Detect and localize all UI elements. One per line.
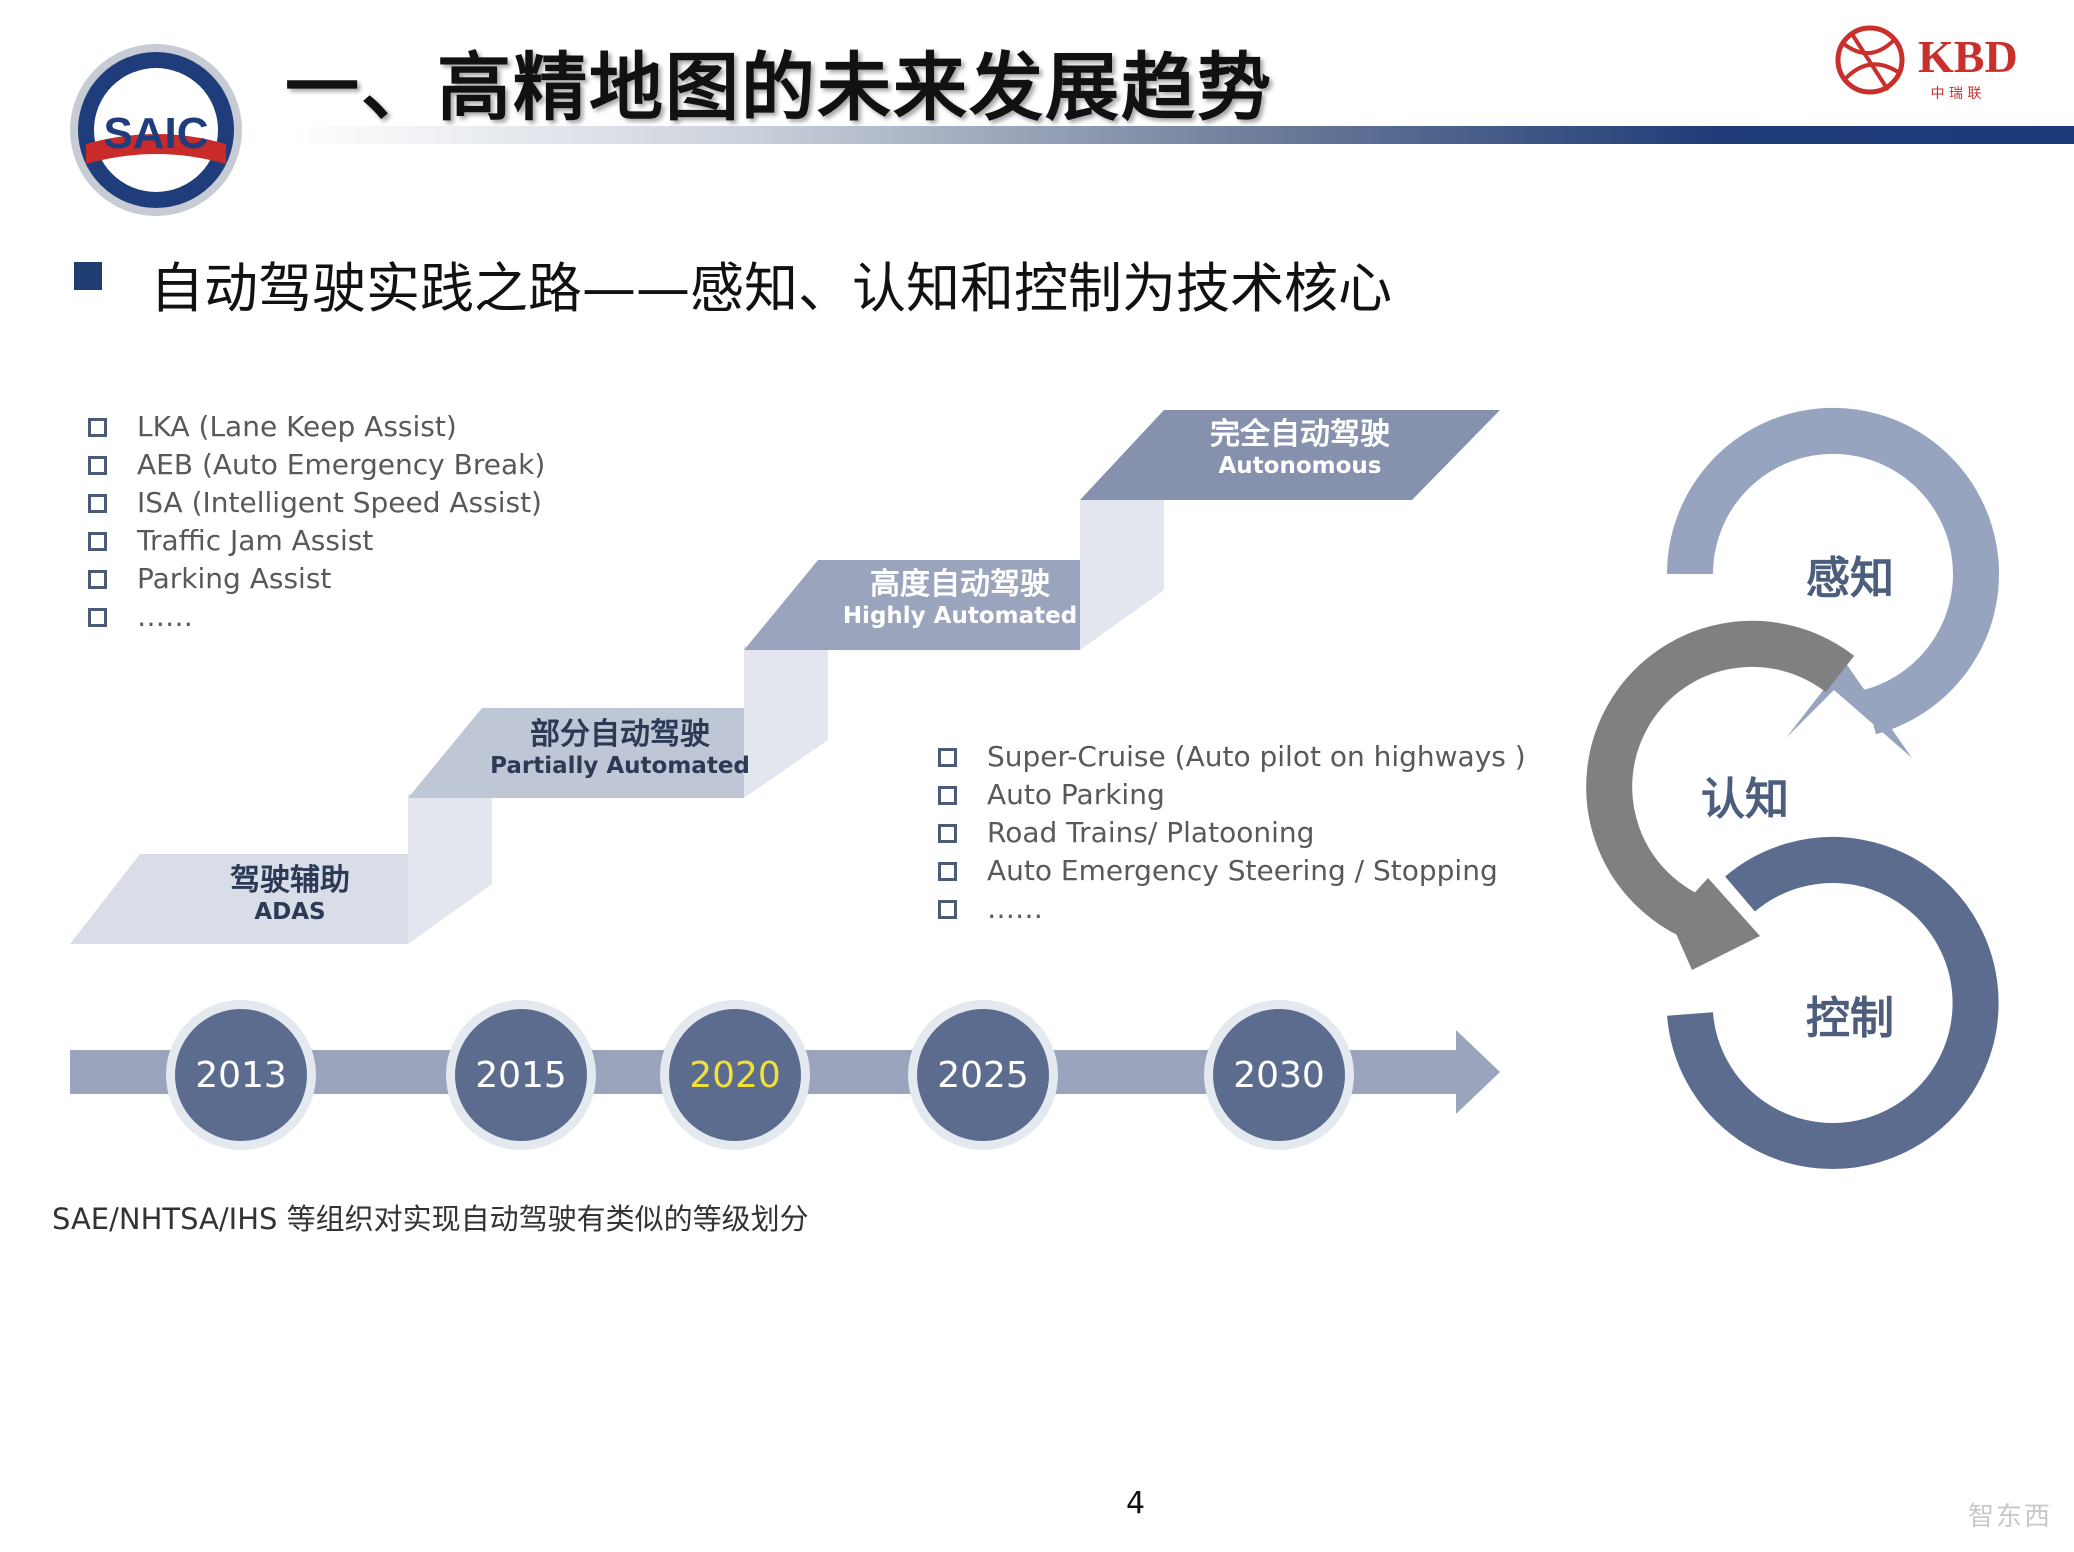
checkbox-icon xyxy=(88,569,107,589)
list-item: Super-Cruise (Auto pilot on highways ) xyxy=(938,738,1526,776)
step-partial-label: 部分自动驾驶 Partially Automated xyxy=(490,718,750,779)
step-adas xyxy=(70,854,408,944)
kbd-logo-subtext: 中 瑞 联 xyxy=(1931,86,1982,102)
control-label: 控制 xyxy=(1806,993,1894,1044)
step-autonomous-label: 完全自动驾驶 Autonomous xyxy=(1210,418,1390,479)
arrow-head-icon xyxy=(1456,1030,1500,1114)
step-autonomous xyxy=(1080,410,1500,500)
step-partial xyxy=(408,708,744,798)
kbd-logo-text: KBD xyxy=(1918,31,2018,82)
page-number: 4 xyxy=(1126,1486,1146,1521)
list-item: AEB (Auto Emergency Break) xyxy=(88,446,545,484)
stair-riser-3 xyxy=(1080,500,1164,650)
step-highly xyxy=(744,560,1080,650)
year-2020: 2020 xyxy=(660,1000,810,1150)
list-item: Auto Parking xyxy=(938,776,1526,814)
kbd-logo: KBD 中 瑞 联 xyxy=(1835,25,2018,102)
step-highly-label: 高度自动驾驶 Highly Automated xyxy=(842,568,1078,629)
cognition-arc xyxy=(1586,620,1855,942)
perception-label: 感知 xyxy=(1806,553,1894,604)
checkbox-icon xyxy=(88,455,107,475)
list-item: …… xyxy=(88,598,545,636)
checkbox-icon xyxy=(938,823,957,843)
saic-logo-text: SAIC xyxy=(103,109,208,158)
title-underline-bar xyxy=(290,126,2074,144)
checkbox-icon xyxy=(938,785,957,805)
list-item: Traffic Jam Assist xyxy=(88,522,545,560)
saic-logo: SAIC xyxy=(70,44,242,216)
year-2030: 2030 xyxy=(1204,1000,1354,1150)
stair-riser-2 xyxy=(744,646,828,798)
automation-staircase: 驾驶辅助 ADAS 部分自动驾驶 Partially Automated 高度自… xyxy=(70,410,1500,944)
list-item: Auto Emergency Steering / Stopping xyxy=(938,852,1526,890)
watermark: 智东西 xyxy=(1968,1502,2053,1532)
stair-riser-1 xyxy=(408,794,492,944)
cognition-label: 认知 xyxy=(1701,774,1789,825)
year-2015: 2015 xyxy=(446,1000,596,1150)
list-item: Parking Assist xyxy=(88,560,545,598)
perception-arrow-icon xyxy=(1786,662,1912,758)
list-item: Road Trains/ Platooning xyxy=(938,814,1526,852)
perception-cognition-control-cycle: 感知 认知 控制 xyxy=(1560,400,2040,1200)
year-2013: 2013 xyxy=(166,1000,316,1150)
checkbox-icon xyxy=(938,899,957,919)
list-item: ISA (Intelligent Speed Assist) xyxy=(88,484,545,522)
subtitle-bullet xyxy=(74,262,102,290)
automated-feature-list: Super-Cruise (Auto pilot on highways ) A… xyxy=(938,738,1526,928)
control-arc xyxy=(1667,837,1999,1169)
list-item: LKA (Lane Keep Assist) xyxy=(88,408,545,446)
footnote: SAE/NHTSA/IHS 等组织对实现自动驾驶有类似的等级划分 xyxy=(52,1202,809,1236)
checkbox-icon xyxy=(88,531,107,551)
adas-feature-list: LKA (Lane Keep Assist) AEB (Auto Emergen… xyxy=(88,408,545,636)
checkbox-icon xyxy=(938,747,957,767)
checkbox-icon xyxy=(88,607,107,627)
timeline: 2013 2015 2020 2025 2030 xyxy=(70,1000,1510,1150)
checkbox-icon xyxy=(938,861,957,881)
checkbox-icon xyxy=(88,493,107,513)
section-subtitle: 自动驾驶实践之路——感知、认知和控制为技术核心 xyxy=(150,257,1392,320)
list-item: …… xyxy=(938,890,1526,928)
cognition-arrow-icon xyxy=(1670,878,1760,970)
perception-arc xyxy=(1667,407,1999,735)
page-title: 一、高精地图的未来发展趋势 xyxy=(285,45,1273,131)
year-2025: 2025 xyxy=(908,1000,1058,1150)
checkbox-icon xyxy=(88,417,107,437)
step-adas-label: 驾驶辅助 ADAS xyxy=(230,864,350,925)
